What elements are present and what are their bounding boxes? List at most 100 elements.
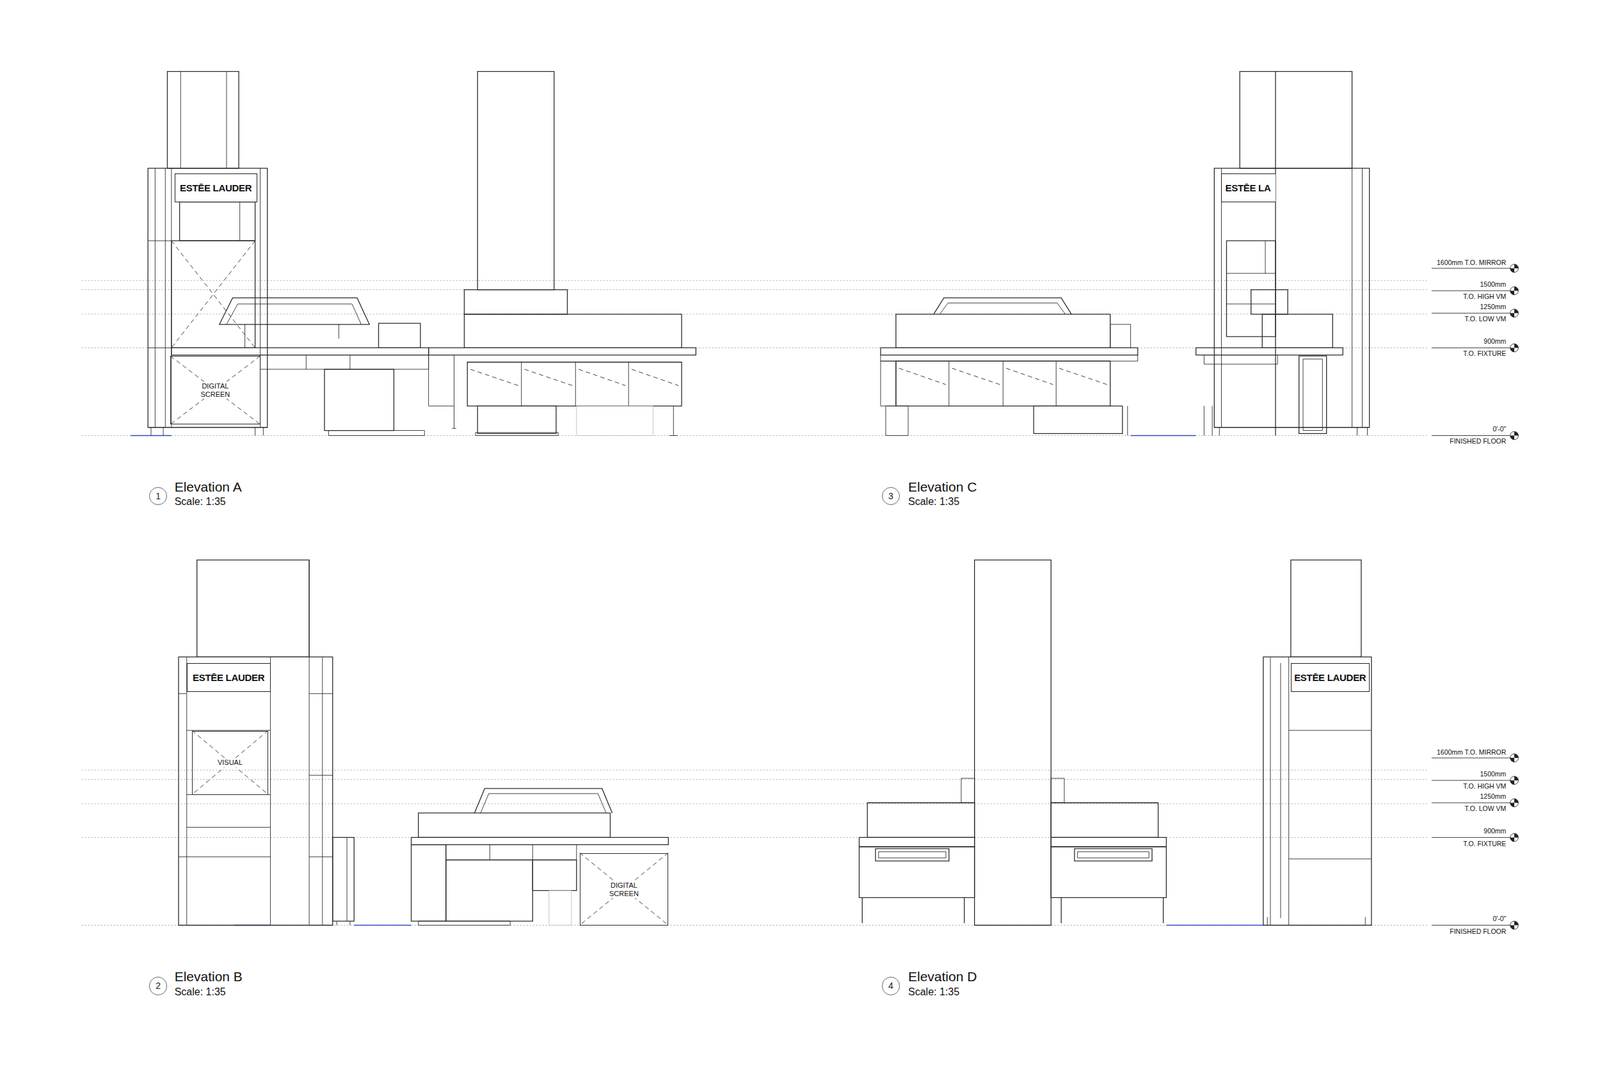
elevation-a-fixture (179, 202, 256, 242)
node-text: ESTĒE LAUDER (1294, 672, 1366, 683)
level-marker (1510, 920, 1519, 930)
view-title: Elevation D (908, 969, 977, 984)
elevation-c-fixture (880, 355, 1138, 362)
elevation-d-fixture (974, 560, 1052, 926)
view-number: 3 (881, 487, 901, 506)
level-marker (1510, 309, 1519, 318)
level-marker (1431, 757, 1511, 925)
view-scale: Scale: 1:35 (908, 986, 960, 998)
node-text: DIGITAL SCREEN (604, 880, 644, 898)
elevation-d-fixture (1263, 656, 1372, 925)
level-label: T.O. HIGH VM (1463, 782, 1506, 790)
level-marker (1510, 343, 1519, 352)
elevation-c-fixture (896, 360, 1111, 406)
level-label: T.O. FIXTURE (1463, 350, 1506, 358)
elevation-a-fixture (171, 240, 256, 348)
elevation-b-fixture (489, 844, 533, 861)
node-text: VISUAL (210, 757, 251, 768)
elevation-a-fixture (239, 202, 240, 242)
elevation-d-fixture (1074, 848, 1152, 861)
elevation-a-fixture (147, 71, 696, 436)
digital-screen: DIGITAL SCREEN (579, 853, 669, 926)
elevation-b-fixture (186, 730, 271, 857)
elevation-a-fixture (226, 304, 361, 325)
floor-line (130, 435, 1264, 926)
elevation-d-fixture (858, 846, 975, 898)
elevation-c-fixture (1299, 355, 1327, 434)
elevation-b-fixture (579, 852, 669, 925)
view-title: Elevation B (174, 969, 243, 984)
elevation-b-fixture (549, 890, 572, 925)
elevation-d-fixture (961, 778, 975, 803)
level-label: 1250mm (1479, 792, 1506, 800)
floor-line (1166, 924, 1263, 926)
brand-header: ESTĒE LA (1221, 173, 1276, 203)
elevation-d-fixture (858, 837, 975, 847)
elevation-b-fixture (192, 730, 269, 795)
elevation-b-fixture (186, 560, 323, 926)
elevation-c-fixture (1239, 71, 1352, 169)
elevation-c-fixture (933, 297, 1072, 314)
level-label: 0'-0" (1492, 425, 1506, 433)
level-line (81, 778, 1430, 780)
elevation-b-fixture (446, 844, 577, 861)
level-marker (1510, 753, 1519, 763)
elevation-d-fixture (1290, 560, 1362, 657)
elevation-a-fixture (428, 347, 697, 355)
level-label: T.O. LOW VM (1464, 805, 1507, 813)
elevation-b-fixture (336, 837, 351, 925)
elevation-c-fixture (1033, 405, 1123, 434)
elevation-a-fixture (428, 355, 455, 407)
elevation-c-fixture (1303, 359, 1323, 431)
level-marker (1510, 753, 1519, 763)
elevation-c-fixture (939, 302, 1065, 315)
level-marker (1510, 920, 1519, 930)
brand-header: ESTĒE LAUDER (186, 663, 271, 692)
elevation-d-fixture (1061, 897, 1163, 923)
elevation-c-fixture (1214, 168, 1369, 428)
view-title: Elevation A (174, 480, 242, 494)
elevation-c-fixture (1262, 314, 1333, 349)
elevation-a-fixture (154, 168, 156, 428)
level-marker (1510, 431, 1519, 440)
level-marker (1510, 776, 1519, 785)
node-text: 3 (888, 490, 894, 502)
elevation-b-fixture (197, 560, 310, 657)
elevation-a-fixture (147, 240, 264, 436)
elevation-c-fixture (899, 368, 1108, 384)
elevation-c-fixture (880, 347, 1138, 355)
node-text: ESTĒE LAUDER (192, 672, 265, 683)
view-scale: Scale: 1:35 (174, 496, 226, 507)
elevation-a-fixture (477, 71, 555, 290)
elevation-c-fixture (1196, 347, 1344, 355)
elevation-b-fixture (446, 859, 534, 921)
elevation-d-fixture (862, 897, 964, 923)
elevation-a-fixture (475, 432, 559, 436)
node-text: 2 (155, 980, 161, 991)
level-label: 1250mm (1479, 303, 1506, 311)
elevation-d-fixture (1077, 851, 1150, 859)
node-text: ESTĒE LA (1224, 182, 1271, 194)
view-scale: Scale: 1:35 (908, 496, 960, 507)
node-text: DIGITAL SCREEN (195, 381, 235, 399)
level-marker (1510, 431, 1519, 440)
level-label: T.O. HIGH VM (1463, 293, 1506, 301)
elevation-a-fixture (464, 314, 682, 349)
elevation-b-fixture (178, 693, 333, 857)
level-marker (1510, 264, 1519, 273)
elevation-c-fixture (1221, 168, 1362, 428)
floor-line (353, 924, 411, 926)
digital-screen: DIGITAL SCREEN (170, 355, 260, 425)
elevation-c-fixture (1203, 355, 1278, 365)
level-marker (1510, 798, 1519, 808)
elevation-a-fixture (451, 405, 456, 429)
elevation-c-fixture (1251, 289, 1288, 315)
level-marker (1510, 286, 1519, 296)
elevation-c-fixture (880, 360, 896, 406)
elevation-b-fixture (332, 837, 354, 921)
elevation-a-fixture (378, 323, 421, 348)
elevation-d-fixture (1050, 802, 1158, 838)
